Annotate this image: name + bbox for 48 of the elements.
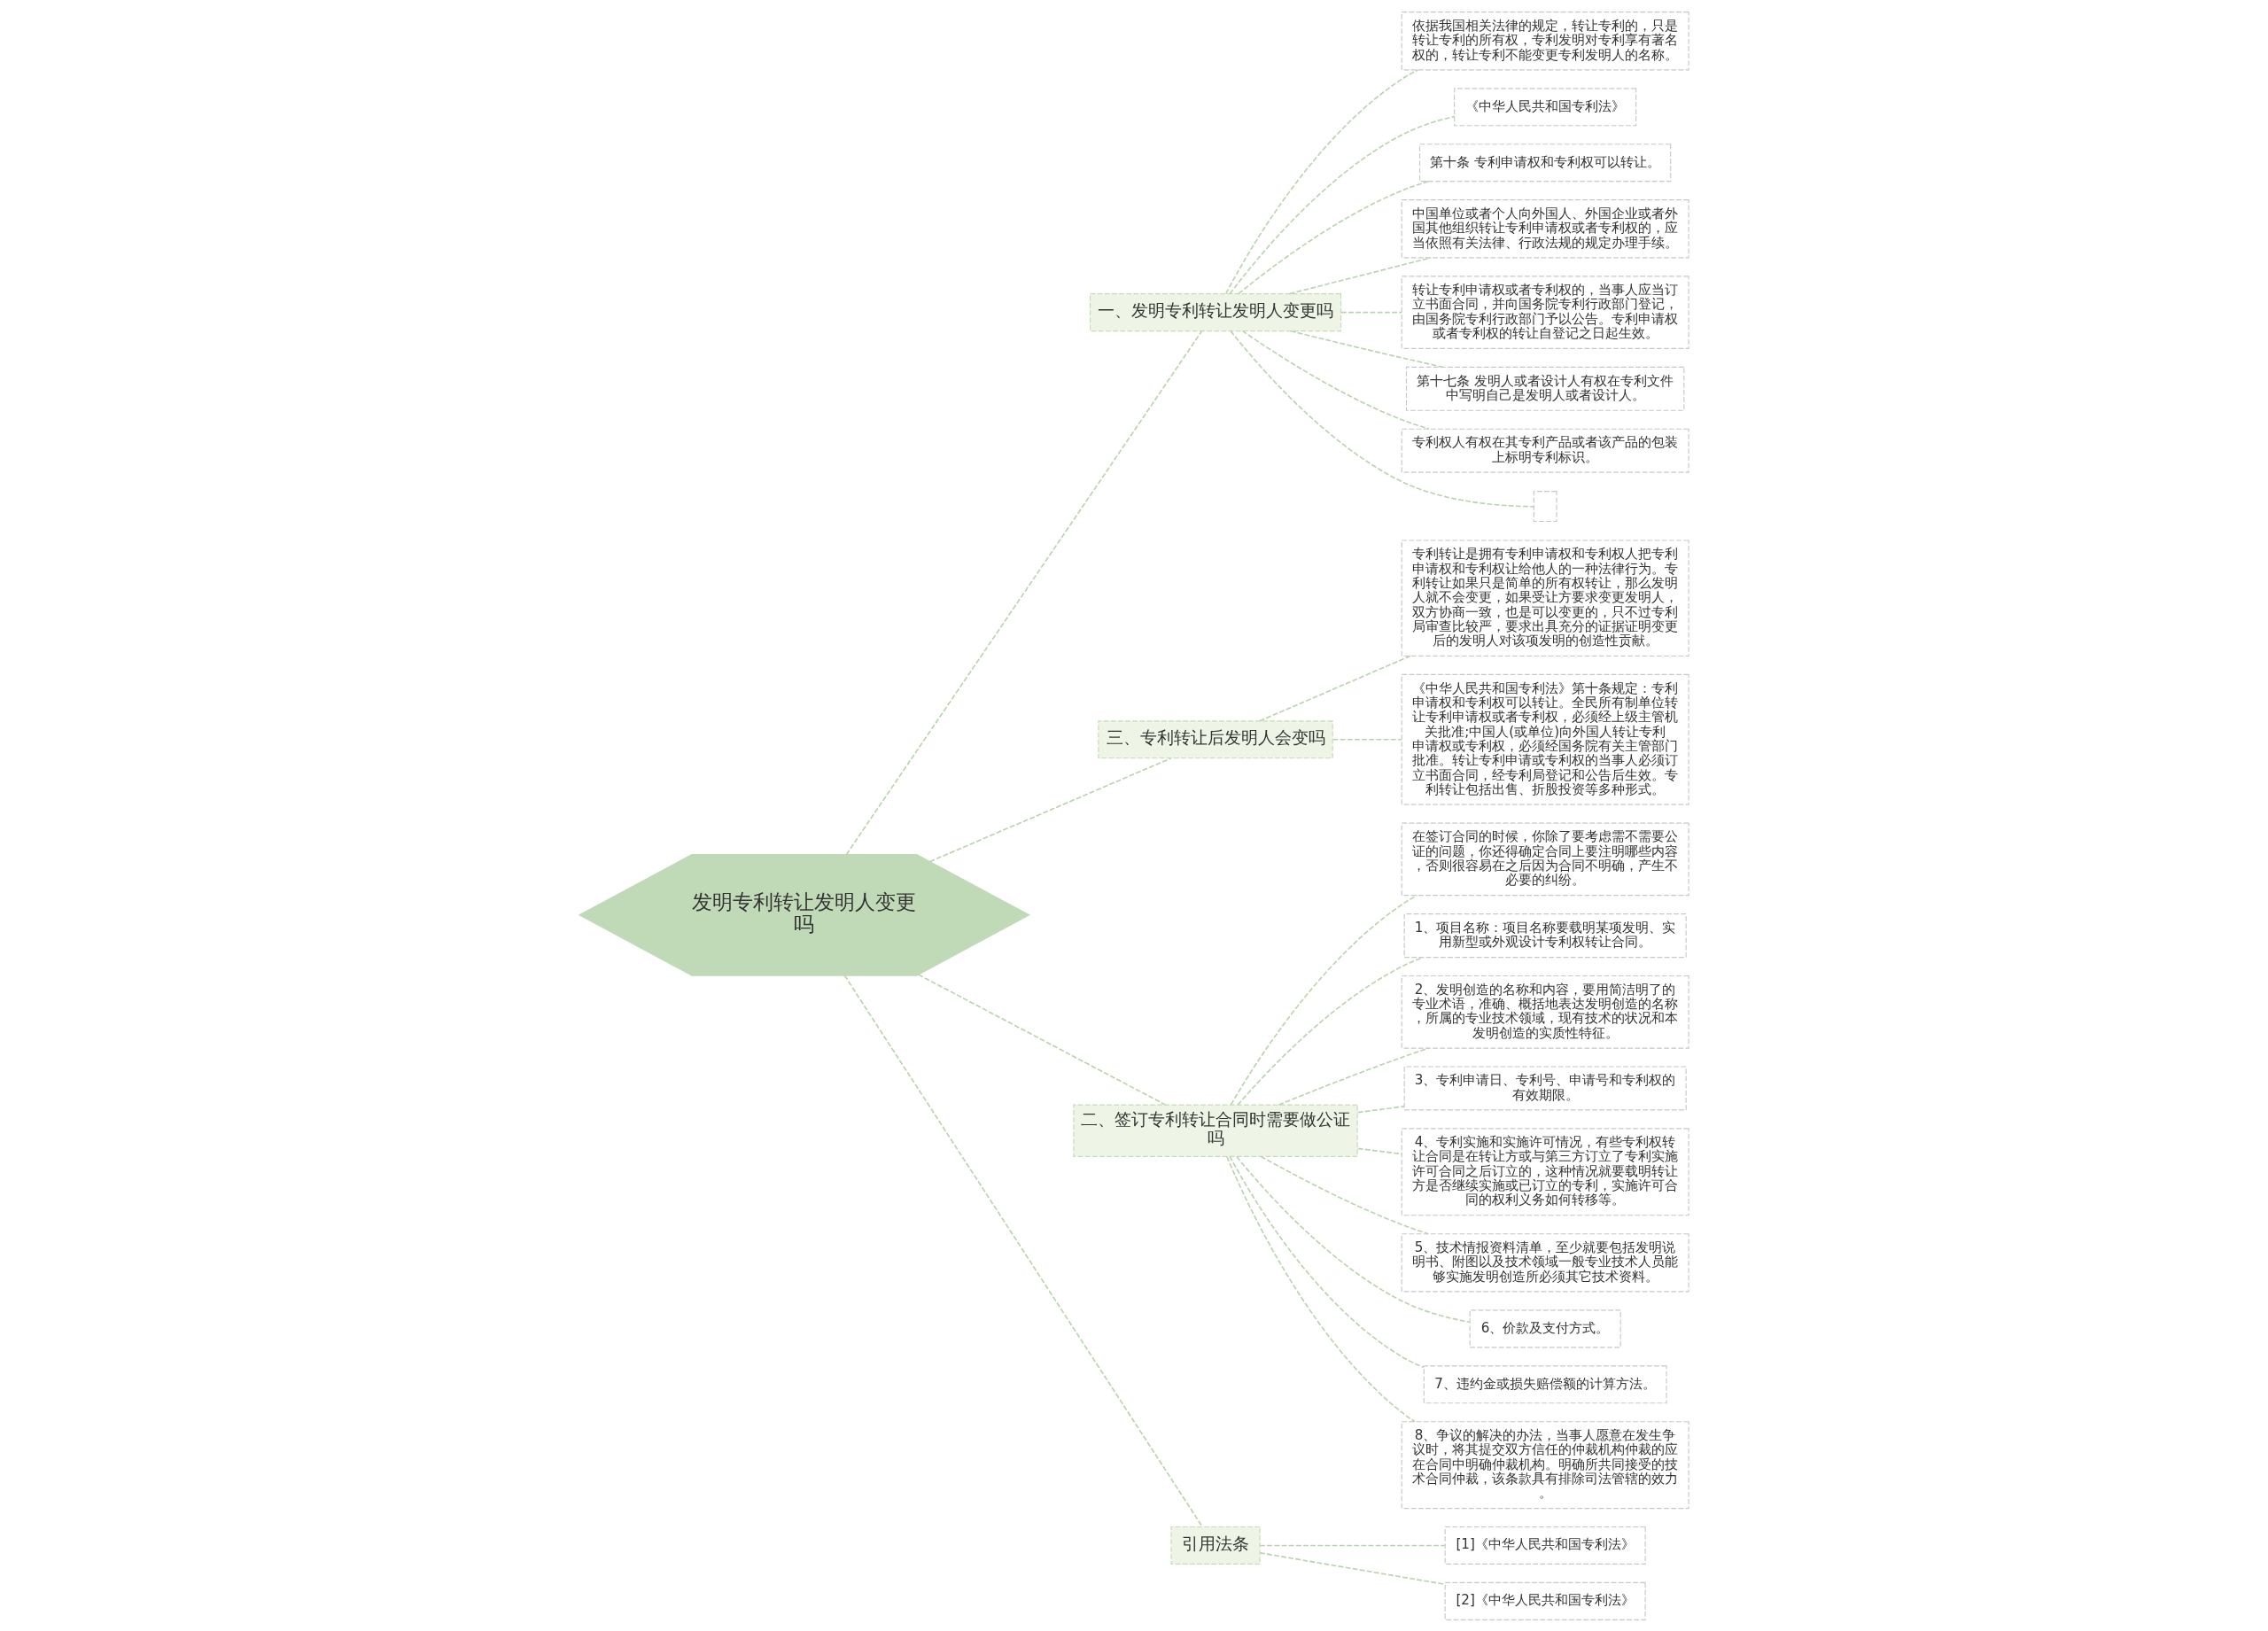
connector (843, 974, 1203, 1527)
connector (1259, 1544, 1446, 1546)
connector (1229, 1155, 1425, 1368)
node-box: 第十七条 发明人或者设计人有权在专利文件中写明自己是发明人或者设计人。 (1405, 366, 1685, 411)
node-box: 一、发明专利转让发明人变更吗 (1089, 292, 1342, 331)
node-box: 7、违约金或损失赔偿额的计算方法。 (1423, 1364, 1667, 1403)
connector (1230, 330, 1534, 508)
node-box: 专利权人有权在其专利产品或者该产品的包装上标明专利标识。 (1401, 428, 1689, 473)
node-box: 中国单位或者个人向外国人、外国企业或者外国其他组织转让专利申请权或者专利权的，应当依照有关法律、行政法规的规定办理手续。 (1401, 198, 1689, 258)
node-box: 二、签订专利转让合同时需要做公证吗 (1073, 1104, 1358, 1157)
node-box: 第十条 专利申请权和专利权可以转让。 (1419, 143, 1672, 182)
node-box: 在签订合同的时候，你除了要考虑需不需要公证的问题，你还得确定合同上要注明哪些内容，否则很容易在之后因为合同不明确，产生不必要的纠纷。 (1401, 822, 1689, 896)
node-box (1533, 490, 1557, 522)
connector (1356, 1105, 1405, 1113)
node-box: 依据我国相关法律的规定，转让专利的，只是转让专利的所有权，专利发明对专利享有著名权的，转让专利不能变更专利发明人的名称。 (1401, 11, 1689, 70)
node-box: 6、价款及支付方式。 (1469, 1309, 1621, 1348)
node-box: 三、专利转让后发明人会变吗 (1098, 719, 1333, 758)
node-box: [2]《中华人民共和国专利法》 (1444, 1581, 1646, 1620)
node-box: 2、发明创造的名称和内容，要用简洁明了的专业术语，准确、概括地表达发明创造的名称，所属的专业技术领域，现有技术的状况和本发明创造的实质性特征。 (1401, 975, 1689, 1049)
connector (1259, 655, 1411, 722)
connector (1332, 738, 1402, 741)
node-box: [1]《中华人民共和国专利法》 (1444, 1526, 1646, 1565)
connector (1259, 1551, 1446, 1585)
connector (1229, 115, 1456, 294)
node-box: 3、专利申请日、专利号、申请号和专利权的有效期限。 (1403, 1065, 1687, 1111)
connector (1260, 1155, 1429, 1234)
node-box: 8、争议的解决的办法，当事人愿意在发生争议时，将其提交双方信任的仲裁机构仲裁的应在合同中明确仲裁机构。明确所共同接受的技术合同仲裁，该条款具有排除司法管辖的效力。 (1401, 1420, 1689, 1509)
connector (1288, 256, 1432, 294)
connector (928, 757, 1172, 862)
node-box: 《中华人民共和国专利法》 (1454, 87, 1637, 126)
connector (1278, 1046, 1430, 1106)
connector (1225, 68, 1419, 294)
connector (917, 973, 1167, 1106)
node-box: 转让专利申请权或者专利权的，当事人应当订立书面合同，并向国务院专利行政部门登记，由国务院专利行政部门予以公告。专利申请权或者专利权的转让自登记之日起生效。 (1401, 275, 1689, 349)
node-box: 4、专利实施和实施许可情况，有些专利权转让合同是在转让方或与第三方订立了专利实施许可合同之后订立的，这种情况就要载明转让方是否继续实施或已订立的专利，实施许可合同的权利义务如何转移等。 (1401, 1127, 1689, 1215)
node-box: 1、项目名称：项目名称要载明某项发明、实用新型或外观设计专利权转让合同。 (1403, 913, 1687, 958)
node-box: 《中华人民共和国专利法》第十条规定：专利申请权和专利权可以转让。全民所有制单位转让专利申请权或者专利权，必须经上级主管机关批准;中国人(或单位)向外国人转让专利申请权或专利权，必须经国务院有关主管部门批准。转让专利申请或专利权的当事人必须订立书面合同，经专利局登记和公告后生效。专利转让包括出售、折股投资等多种形式。 (1401, 673, 1689, 805)
connector (1236, 1155, 1471, 1323)
connector (1340, 311, 1402, 313)
node-box: 引用法条 (1170, 1526, 1261, 1565)
node-box: 5、技术情报资料清单，至少就要包括发明说明书、附图以及技术领域一般专业技术人员能够实施发明创造所必须其它技术资料。 (1401, 1232, 1689, 1293)
connector (845, 330, 1203, 855)
connector (1241, 330, 1430, 430)
connector (1238, 180, 1430, 294)
node-box: 专利转让是拥有专利申请权和专利权人把专利申请权和专利权让给他人的一种法律行为。专利转让如果只是简单的所有权转让，那么发明人就不会变更，如果受让方要求变更发明人，双方协商一致，也是可以变更的，只不过专利局审查比较严，要求出具充分的证据证明变更后的发明人对该项发明的创造性贡献。 (1401, 539, 1689, 656)
connector (1356, 1147, 1403, 1154)
connector (1226, 1155, 1416, 1422)
connector (1290, 330, 1444, 368)
